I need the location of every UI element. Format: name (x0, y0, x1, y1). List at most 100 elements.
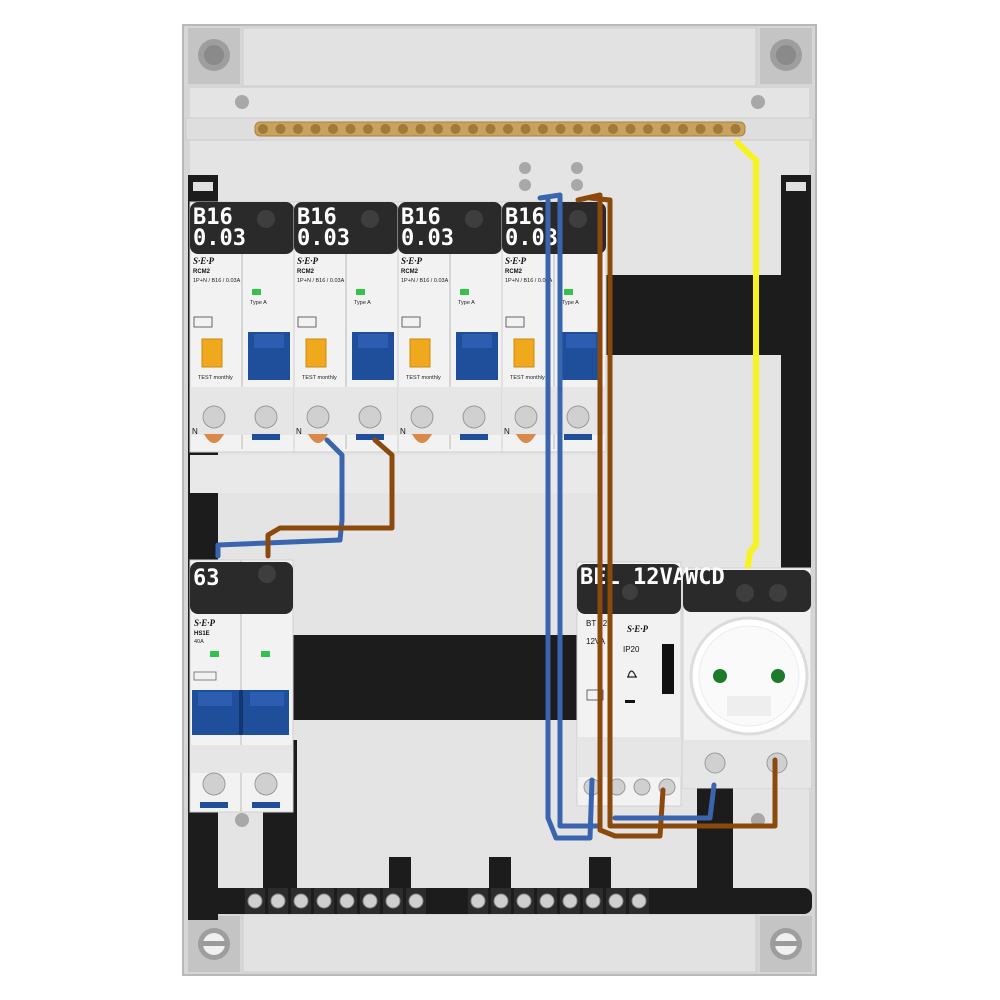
socket-pin-hole (713, 669, 727, 683)
rcbo-toggle[interactable] (352, 332, 394, 380)
status-led (261, 651, 270, 657)
brown-wire-rcbo-return (587, 195, 778, 829)
rcbo-type: Type A (562, 300, 579, 306)
bell-transformer-rating: 12VA (586, 637, 606, 646)
bottom-bar-right-post (697, 780, 733, 900)
terminal-screw-icon[interactable] (631, 893, 647, 909)
kema-mark (505, 316, 525, 328)
rcbo-rating: 1P+N / B16 / 0.03A (297, 278, 345, 284)
screw-icon (736, 584, 754, 602)
top-cover (242, 27, 757, 87)
rcbo-label-rating: B16 (297, 205, 337, 230)
panel-hole (519, 162, 531, 174)
busbar-hole (310, 124, 321, 134)
test-button[interactable] (305, 338, 327, 368)
bell-transformer-brand: S·E·P (627, 624, 649, 634)
rcbo-type: Type A (250, 300, 267, 306)
rcbo-toggle[interactable] (248, 332, 290, 380)
bell-transformer-ip: IP20 (623, 645, 640, 654)
kema-mark (193, 316, 213, 328)
terminal-screw-icon[interactable] (585, 893, 601, 909)
rcbo-label-rating: B16 (193, 205, 233, 230)
terminal-screw-icon[interactable] (566, 405, 590, 429)
terminal-screw-icon[interactable] (410, 405, 434, 429)
rcbo-test-text: TEST monthly (302, 375, 337, 381)
rcbo-toggle[interactable] (456, 332, 498, 380)
neutral-connector (308, 434, 328, 443)
screw-icon (769, 584, 787, 602)
terminal-screw-icon[interactable] (358, 405, 382, 429)
test-button[interactable] (201, 338, 223, 368)
terminal-screw-icon[interactable] (516, 893, 532, 909)
terminal-screw-icon[interactable] (385, 893, 401, 909)
terminal-screw-icon[interactable] (202, 405, 226, 429)
busbar-hole (730, 124, 741, 134)
neutral-connector (412, 434, 432, 443)
terminal-screw-icon[interactable] (514, 405, 538, 429)
wall-socket-label-text: WCD (685, 565, 725, 590)
rcbo-label-rating: B16 (401, 205, 441, 230)
terminal-screw-icon[interactable] (539, 893, 555, 909)
rcbo-label-sensitivity: 0.03 (193, 226, 246, 251)
test-button[interactable] (409, 338, 431, 368)
terminal-screw-icon[interactable] (470, 893, 486, 909)
bell-transformer-switch[interactable] (662, 644, 674, 694)
terminal-screw-icon[interactable] (562, 893, 578, 909)
rcbo-type: Type A (458, 300, 475, 306)
busbar-hole (468, 124, 478, 134)
terminal-screw-icon[interactable] (293, 893, 309, 909)
neutral-connector (516, 434, 536, 443)
corner-screw-bottom-right (760, 916, 812, 972)
busbar-clamp (356, 434, 384, 440)
rail-tab (786, 182, 806, 191)
busbar-hole (643, 124, 653, 134)
terminal-screw-icon[interactable] (462, 405, 486, 429)
bell-icon (627, 670, 637, 678)
neutral-connector (204, 434, 224, 443)
bell-transformer[interactable]: BEL 12VA BT 12 12VA IP20 S·E·P (576, 561, 686, 807)
status-led (460, 289, 469, 295)
terminal-strip-left (245, 888, 426, 914)
earth-wire (734, 139, 759, 569)
earth-busbar (254, 121, 746, 137)
main-switch-label-text: 63 (193, 566, 220, 591)
neutral-mark: N (296, 427, 302, 436)
rcbo-rating: 1P+N / B16 / 0.03A (193, 278, 241, 284)
rcbo-test-text: TEST monthly (510, 375, 545, 381)
busbar-hole (380, 124, 391, 134)
wall-socket[interactable]: WCD (682, 565, 812, 789)
rcbo-brand: S·E·P (297, 256, 319, 266)
din-rail-top (595, 275, 795, 355)
bottom-cover (242, 913, 757, 973)
socket-pin-hole (771, 669, 785, 683)
panel-hole (571, 179, 583, 191)
terminal-screw-icon[interactable] (493, 893, 509, 909)
terminal-screw-icon[interactable] (247, 893, 263, 909)
status-led (252, 289, 261, 295)
main-switch-toggle[interactable] (192, 690, 289, 735)
busbar-hole (538, 124, 548, 134)
terminal-screw-icon[interactable] (408, 893, 424, 909)
terminal-screw-icon[interactable] (362, 893, 378, 909)
busbar-hole (363, 124, 373, 134)
status-led (564, 289, 573, 295)
test-button[interactable] (513, 338, 535, 368)
terminal-screw-icon[interactable] (306, 405, 330, 429)
terminal-screw-icon (202, 772, 226, 796)
rcbo-test-text: TEST monthly (406, 375, 441, 381)
rcbo-toggle[interactable] (560, 332, 602, 380)
rcbo-label-sensitivity: 0.03 (297, 226, 350, 251)
terminal-screw-icon[interactable] (316, 893, 332, 909)
terminal-screw-icon[interactable] (270, 893, 286, 909)
terminal-screw-icon[interactable] (608, 893, 624, 909)
bottom-bar-tab (589, 857, 611, 892)
blue-wire-socket (612, 782, 717, 821)
terminal-screw-icon[interactable] (339, 893, 355, 909)
terminal-screw-icon[interactable] (254, 405, 278, 429)
wiring (215, 139, 778, 841)
main-switch[interactable]: 63 S·E·P HS1E 40A (189, 559, 294, 813)
